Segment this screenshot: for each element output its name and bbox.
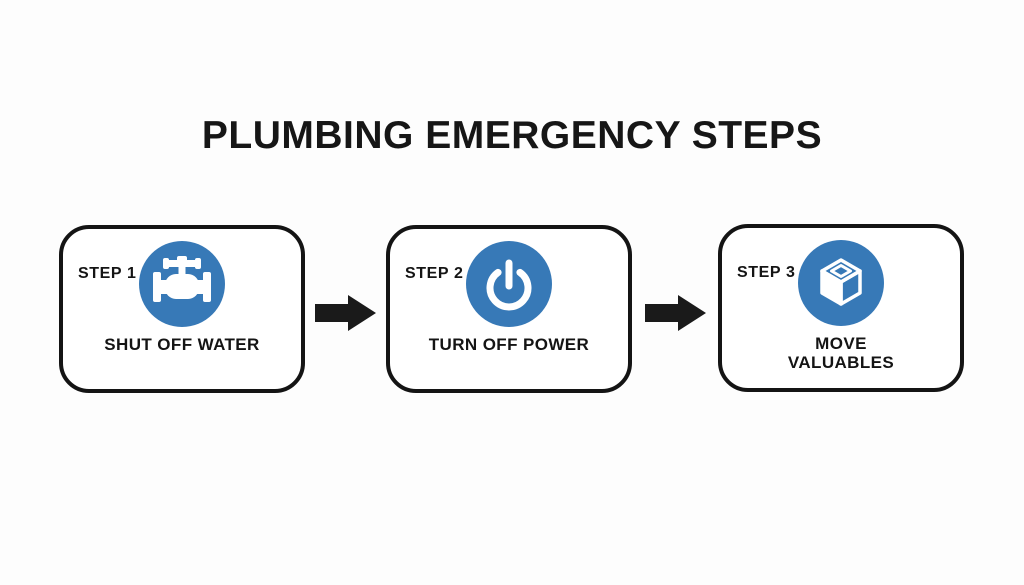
moving-box-icon xyxy=(798,240,884,326)
step-3-caption: MOVE VALUABLES xyxy=(787,334,895,372)
step-2-caption: TURN OFF POWER xyxy=(428,335,590,354)
right-arrow-icon xyxy=(645,295,707,331)
step-2-label: STEP 2 xyxy=(405,265,464,282)
step-3-card: STEP 3 MOVE VALUABLES xyxy=(718,224,964,392)
power-button-icon xyxy=(466,241,552,327)
step-3-label: STEP 3 xyxy=(737,264,796,281)
water-valve-icon xyxy=(139,241,225,327)
step-1-caption: SHUT OFF WATER xyxy=(104,335,260,354)
right-arrow-icon xyxy=(315,295,377,331)
page-title: PLUMBING EMERGENCY STEPS xyxy=(201,114,823,157)
step-2-card: STEP 2 TURN OFF POWER xyxy=(386,225,632,393)
step-1-label: STEP 1 xyxy=(78,265,137,282)
step-1-card: STEP 1 SHUT OFF WATER xyxy=(59,225,305,393)
